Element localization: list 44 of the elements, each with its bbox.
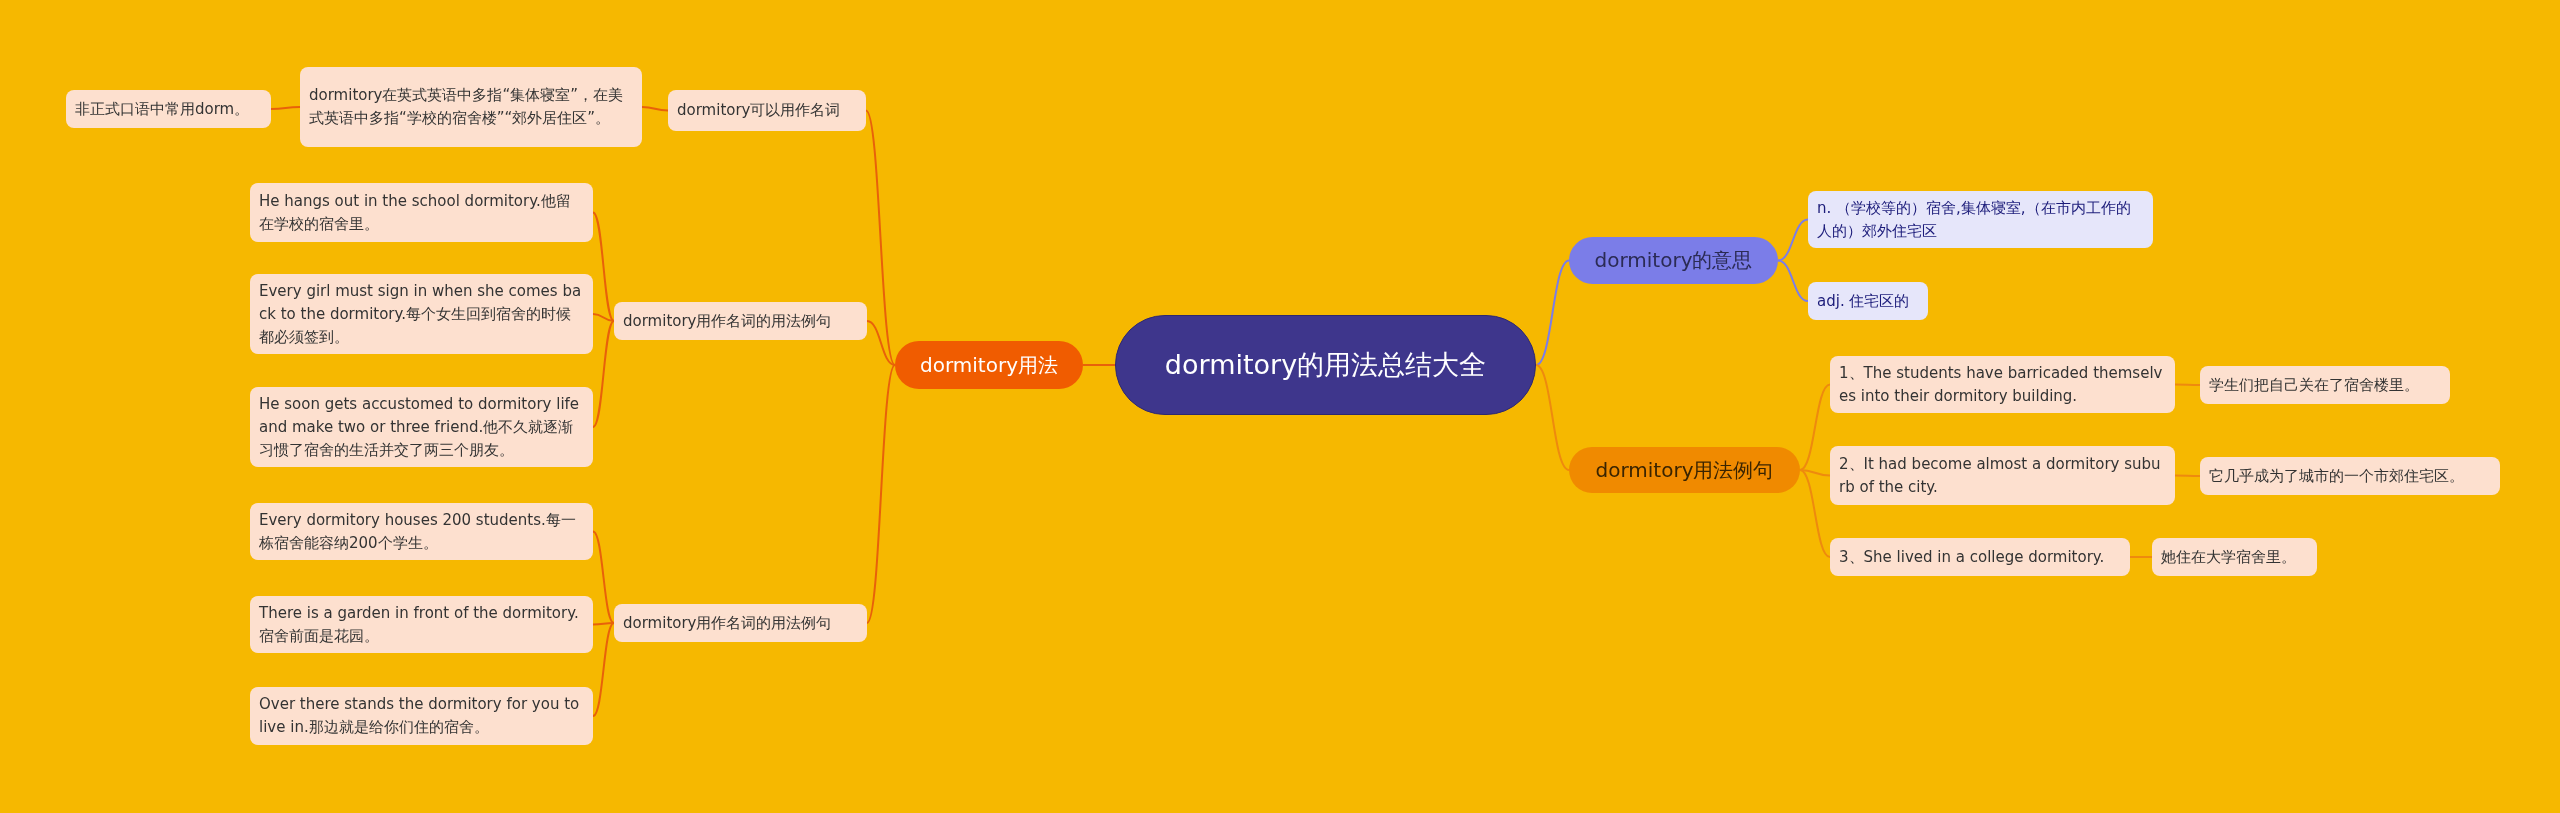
subtopic-box: Every dormitory houses 200 students.每一栋宿舍能容纳200个学生。 — [250, 503, 593, 560]
connector-line — [1799, 383, 1831, 471]
subtopic-box: dormitory在英式英语中多指“集体寝室”，在美式英语中多指“学校的宿舍楼”“郊外居住区”。 — [300, 67, 642, 147]
subtopic-box: There is a garden in front of the dormitory.宿舍前面是花园。 — [250, 596, 593, 653]
connector-line — [592, 211, 615, 322]
subtopic-box: n. （学校等的）宿舍,集体寝室,（在市内工作的人的）郊外住宅区 — [1808, 191, 2153, 248]
subtopic-box: adj. 住宅区的 — [1808, 282, 1928, 320]
subtopic-box: He soon gets accustomed to dormitory life and make two or three friend.他不久就逐渐习惯了宿舍的生活并交了两三个朋友。 — [250, 387, 593, 467]
connector-line — [2174, 383, 2201, 386]
connector-line — [1777, 218, 1809, 262]
connector-line — [1535, 364, 1570, 471]
main-topic: dormitory用法 — [895, 341, 1083, 389]
subtopic-box: 她住在大学宿舍里。 — [2152, 538, 2317, 576]
connector-line — [865, 109, 896, 366]
subtopic-box: dormitory用作名词的用法例句 — [614, 302, 867, 340]
subtopic-box: 2、It had become almost a dormitory suburb of the city. — [1830, 446, 2175, 505]
connector-line — [592, 530, 615, 624]
connector-line — [2174, 474, 2201, 477]
connector-line — [1082, 364, 1116, 366]
connector-line — [592, 320, 615, 428]
subtopic-box: dormitory用作名词的用法例句 — [614, 604, 867, 642]
subtopic-box: Every girl must sign in when she comes back to the dormitory.每个女生回到宿舍的时候都必须签到。 — [250, 274, 593, 354]
connector-line — [592, 313, 615, 322]
subtopic-box: 非正式口语中常用dorm。 — [66, 90, 271, 128]
connector-line — [592, 622, 615, 626]
connector-line — [1535, 259, 1570, 366]
subtopic-box: Over there stands the dormitory for you to live in.那边就是给你们住的宿舍。 — [250, 687, 593, 745]
connector-line — [641, 106, 669, 112]
connector-line — [866, 364, 896, 624]
subtopic-box: He hangs out in the school dormitory.他留在学校的宿舍里。 — [250, 183, 593, 242]
central-topic: dormitory的用法总结大全 — [1115, 315, 1536, 415]
subtopic-box: 学生们把自己关在了宿舍楼里。 — [2200, 366, 2450, 404]
connector-line — [866, 320, 896, 366]
connector-line — [2129, 556, 2153, 558]
subtopic-box: dormitory可以用作名词 — [668, 90, 866, 131]
subtopic-box: 1、The students have barricaded themselves into their dormitory building. — [1830, 356, 2175, 413]
connector-line — [1777, 259, 1809, 302]
subtopic-box: 3、She lived in a college dormitory. — [1830, 538, 2130, 576]
connector-line — [1799, 469, 1831, 558]
main-topic: dormitory用法例句 — [1569, 447, 1800, 493]
connector-line — [592, 622, 615, 717]
main-topic: dormitory的意思 — [1569, 237, 1778, 284]
connector-line — [270, 106, 301, 110]
subtopic-box: 它几乎成为了城市的一个市郊住宅区。 — [2200, 457, 2500, 495]
